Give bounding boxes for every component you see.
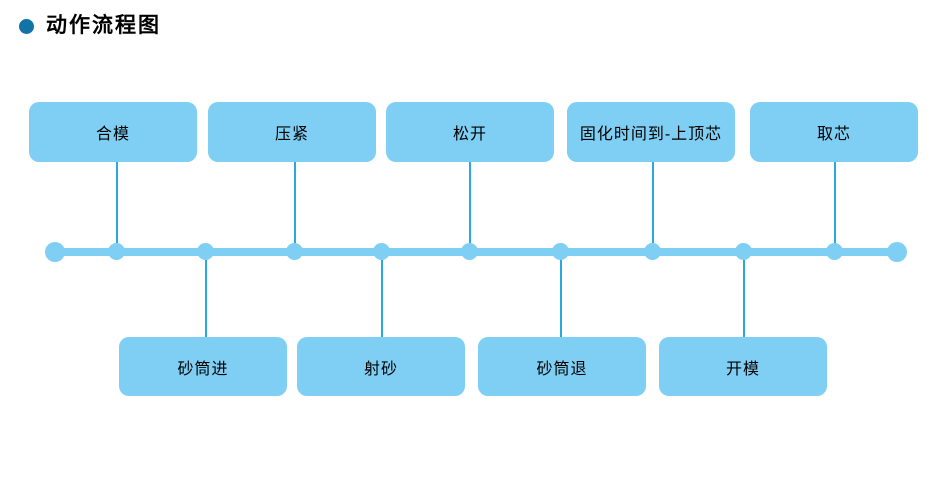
- timeline-dot: [373, 243, 390, 260]
- connector-line: [294, 162, 296, 252]
- timeline-dot: [735, 243, 752, 260]
- flow-node-label: 压紧: [274, 126, 309, 143]
- timeline-dot: [108, 243, 125, 260]
- connector-line: [743, 252, 745, 337]
- connector-line: [381, 252, 383, 337]
- timeline-dot: [461, 243, 478, 260]
- connector-line: [652, 162, 654, 252]
- flow-node-label: 射砂: [363, 360, 398, 378]
- connector-line: [560, 252, 562, 337]
- flow-node-label: 开模: [725, 360, 760, 378]
- timeline-dot: [552, 243, 569, 260]
- flow-node-take-core: 取芯: [750, 102, 918, 162]
- flow-node-label: 松开: [452, 126, 487, 143]
- timeline-endpoint-dot: [887, 242, 907, 262]
- connector-line: [469, 162, 471, 252]
- connector-line: [834, 162, 836, 252]
- connector-line: [205, 252, 207, 337]
- flow-node-open-mold: 开模: [659, 337, 827, 396]
- flow-node-label: 合模: [95, 126, 130, 143]
- flow-node-label: 砂筒退: [536, 360, 588, 378]
- flow-node-sand-cylinder-in: 砂筒进: [119, 337, 287, 396]
- connector-line: [116, 162, 118, 252]
- flow-node-label: 取芯: [816, 126, 851, 143]
- flow-node-sand-shoot: 射砂: [297, 337, 465, 396]
- page-header: 动作流程图: [19, 14, 161, 38]
- timeline-endpoint-dot: [45, 242, 65, 262]
- flow-node-release: 松开: [386, 102, 554, 162]
- page-title: 动作流程图: [46, 14, 161, 37]
- flow-node-label: 砂筒进: [177, 360, 229, 378]
- title-bullet-icon: [19, 18, 34, 34]
- timeline-dot: [286, 243, 303, 260]
- flow-node-close-mold: 合模: [29, 102, 197, 162]
- flow-node-sand-cylinder-back: 砂筒退: [478, 337, 646, 396]
- flow-node-label: 固化时间到-上顶芯: [579, 126, 723, 143]
- flow-node-cure-eject: 固化时间到-上顶芯: [567, 102, 735, 162]
- timeline-dot: [197, 243, 214, 260]
- timeline-dot: [644, 243, 661, 260]
- flow-node-press: 压紧: [208, 102, 376, 162]
- timeline-dot: [826, 243, 843, 260]
